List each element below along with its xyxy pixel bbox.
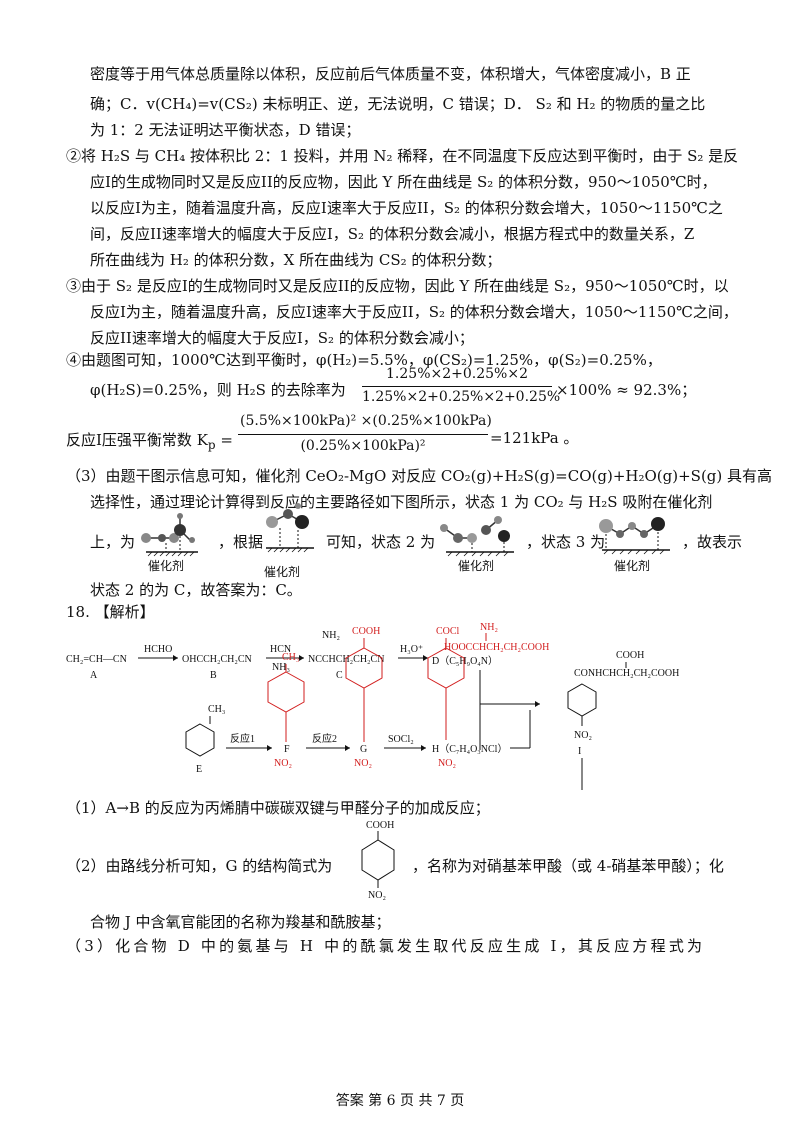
fraction-bar: [238, 434, 488, 435]
text-line: 上，为: [90, 533, 136, 551]
fraction-numerator: 1.25%×2+0.25%×2: [386, 366, 528, 382]
text-line: 应I的生成物同时又是反应II的反应物，因此 Y 所在曲线是 S₂ 的体积分数，9…: [90, 173, 717, 191]
D-structure: HOOCCHCH₂CH₂COOH: [444, 642, 549, 653]
fraction-numerator: (5.5%×100kPa)² ×(0.25%×100kPa): [240, 413, 492, 429]
G-carboxyl: COOH: [352, 626, 380, 637]
compound-H: H（C₇H₄O₃NCl）: [432, 743, 507, 755]
G-nitro: NO₂: [354, 758, 372, 769]
G-carboxyl-label: COOH: [366, 820, 394, 831]
text-line: 确；C．v(CH₄)=v(CS₂) 未标明正、逆，无法说明，C 错误；D． S₂…: [90, 95, 706, 113]
kp-subscript: p: [207, 438, 216, 452]
F-nitro: NO₂: [274, 758, 292, 769]
text-line: ③由于 S₂ 是反应I的生成物同时又是反应II的反应物，因此 Y 所在曲线是 S…: [66, 277, 729, 295]
label-G: G: [360, 744, 367, 755]
compound-A: CH₂=CH—CN: [66, 654, 127, 665]
text-line: （1）A→B 的反应为丙烯腈中碳碳双键与甲醛分子的加成反应；: [66, 799, 490, 817]
compound-D: D（C₅H₉O₄N）: [432, 655, 498, 667]
text-line: ，名称为对硝基苯甲酸（或 4-硝基苯甲酸）；化: [412, 857, 724, 875]
state2-catalyst-icon: [266, 503, 314, 553]
state4-catalyst-icon: [599, 517, 670, 555]
C-amino: NH₂: [322, 630, 340, 641]
text-line: 反应II速率增大的幅度大于反应I，S₂ 的体积分数会减小；: [90, 329, 474, 347]
fraction-bar: [362, 386, 552, 387]
reagent-NH3: NH₃: [272, 662, 290, 673]
catalyst-label: 催化剂: [264, 565, 301, 579]
text-line: ②将 H₂S 与 CH₄ 按体积比 2：1 投料，并用 N₂ 稀释，在不同温度下…: [66, 147, 739, 165]
fraction-denominator: (0.25%×100kPa)²: [300, 438, 426, 454]
reagent-SOCl2: SOCl₂: [388, 734, 414, 745]
D-amino: NH₂: [480, 622, 498, 633]
text-line: 反应I为主，随着温度升高，反应I速率大于反应II，S₂ 的体积分数会增大，105…: [90, 303, 738, 321]
label-A: A: [90, 670, 98, 681]
I-chain: CONHCHCH₂CH₂COOH: [574, 668, 679, 679]
reagent-H3O: H₃O⁺: [400, 644, 423, 655]
text-line: ×100% ≈ 92.3%；: [556, 381, 697, 399]
I-carboxyl: COOH: [616, 650, 644, 661]
state3-catalyst-icon: [440, 516, 514, 557]
text-line: =121kPa 。: [490, 429, 579, 447]
label-B: B: [210, 670, 217, 681]
kp-label-text: 反应I压强平衡常数 K: [66, 431, 208, 449]
label-I: I: [578, 746, 581, 757]
text-line: 选择性，通过理论计算得到反应的主要路径如下图所示，状态 1 为 CO₂ 与 H₂…: [90, 493, 713, 511]
text-line: 可知，状态 2 为: [326, 533, 436, 551]
catalyst-label: 催化剂: [148, 559, 185, 573]
text-line: 为 1：2 无法证明达平衡状态，D 错误；: [90, 121, 361, 139]
page-footer: 答案 第 6 页 共 7 页: [335, 1093, 465, 1109]
G-structure-icon: COOH NO₂: [361, 820, 395, 901]
label-F: F: [284, 744, 290, 755]
text-line: （3）由题干图示信息可知，催化剂 CeO₂-MgO 对反应 CO₂(g)+H₂S…: [66, 467, 773, 485]
G-nitro-label: NO₂: [368, 890, 386, 901]
text-line: （3）化合物 D 中的氨基与 H 中的酰氯发生取代反应生成 I，其反应方程式为: [66, 937, 706, 955]
label-C: C: [336, 670, 343, 681]
compound-B: OHCCH₂CH₂CN: [182, 654, 252, 665]
I-nitro: NO₂: [574, 730, 592, 741]
catalyst-label: 催化剂: [614, 559, 651, 573]
reagent-HCHO: HCHO: [144, 644, 172, 655]
text-line: ，状态 3 为: [526, 533, 606, 551]
reaction-1: 反应1: [230, 732, 255, 745]
reagent-HCN: HCN: [270, 644, 291, 655]
text-line: 状态 2 的为 C，故答案为：C。: [90, 581, 302, 599]
synthesis-scheme: CH₂=CH—CN A HCHO OHCCH₂CH₂CN B HCN NH₃ N…: [66, 622, 679, 790]
text-line: ④由题图可知，1000℃达到平衡时，φ(H₂)=5.5%，φ(CS₂)=1.25…: [66, 351, 662, 369]
label-E: E: [196, 764, 202, 775]
fraction-denominator: 1.25%×2+0.25%×2+0.25%: [362, 389, 561, 405]
H-nitro: NO₂: [438, 758, 456, 769]
question-title: 18. 【解析】: [66, 603, 155, 621]
text-line: 合物 J 中含氧官能团的名称为羧基和酰胺基；: [90, 913, 391, 931]
text-line: φ(H₂S)=0.25%，则 H₂S 的去除率为: [90, 381, 346, 399]
text-line: （2）由路线分析可知，G 的结构简式为: [66, 857, 333, 875]
text-line: 所在曲线为 H₂ 的体积分数，X 所在曲线为 CS₂ 的体积分数；: [90, 251, 502, 269]
F-methyl: CH₃: [282, 652, 299, 663]
text-line: 间，反应II速率增大的幅度大于反应I，S₂ 的体积分数会减小，根据方程式中的数量…: [90, 225, 695, 243]
E-methyl: CH₃: [208, 704, 225, 715]
text-line: 密度等于用气体总质量除以体积，反应前后气体质量不变，体积增大，气体密度减小，B …: [90, 65, 691, 83]
kp-label: 反应I压强平衡常数 Kp =: [66, 431, 233, 452]
reaction-2: 反应2: [312, 732, 337, 745]
H-acylchloride: COCl: [436, 626, 460, 637]
text-line: ，故表示: [682, 533, 743, 551]
catalyst-label: 催化剂: [458, 559, 495, 573]
text-line: ，根据: [218, 533, 264, 551]
state1-catalyst-icon: [141, 513, 198, 557]
text-line: 以反应I为主，随着温度升高，反应I速率大于反应II，S₂ 的体积分数会增大，10…: [90, 199, 723, 217]
